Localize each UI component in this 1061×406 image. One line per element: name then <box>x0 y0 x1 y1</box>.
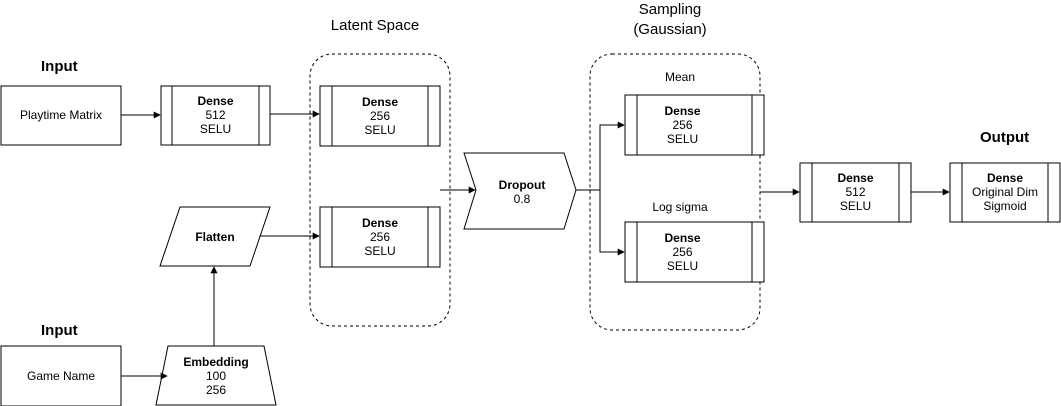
latent-dense-top-activation: SELU <box>364 123 396 137</box>
latent-dense-top-shape <box>319 85 441 147</box>
output-heading: Output <box>980 129 1030 146</box>
latent-dense-bottom-label: Dense 256 SELU <box>320 216 440 258</box>
output-dense-shape <box>949 162 1061 223</box>
dense-512-out-shape <box>799 162 912 223</box>
latent-dense-bottom-title: Dense <box>361 216 399 230</box>
mean-label: Mean <box>664 70 696 84</box>
output-dense-activation: Sigmoid <box>983 199 1027 213</box>
dropout-shape <box>463 152 577 230</box>
connectors <box>121 110 950 380</box>
logsigma-dense-shape <box>624 221 765 283</box>
output-dense-title: Dense <box>986 171 1024 185</box>
output-dense-label: Dense Original Dim Sigmoid <box>950 171 1060 213</box>
latent-dense-bottom-shape <box>319 206 441 268</box>
logsigma-dense-activation: SELU <box>666 259 699 273</box>
dense-512-out-title: Dense <box>837 171 874 185</box>
sampling-title-line1: Sampling <box>638 1 702 18</box>
flatten-label: Flatten <box>165 230 265 244</box>
dense-512-out-label: Dense 512 SELU <box>800 171 911 213</box>
game-name-text: Game Name <box>26 369 96 383</box>
dropout-title: Dropout <box>498 178 546 192</box>
dense-512-in-shape <box>160 85 271 146</box>
latent-dense-top-units: 256 <box>369 109 391 123</box>
logsigma-dense-units: 256 <box>672 245 693 259</box>
sampling-title-line2: (Gaussian) <box>633 21 707 38</box>
playtime-matrix-text: Playtime Matrix <box>19 108 102 122</box>
latent-dense-top-label: Dense 256 SELU <box>320 95 440 137</box>
sampling-title: Sampling (Gaussian) <box>600 0 740 40</box>
dropout-rate: 0.8 <box>513 192 531 206</box>
output-dense-units: Original Dim <box>971 185 1038 199</box>
mean-dense-shape <box>624 94 765 156</box>
latent-dense-bottom-activation: SELU <box>364 244 396 258</box>
embedding-label: Embedding 100 256 <box>156 355 276 397</box>
dropout-label: Dropout 0.8 <box>476 178 568 206</box>
logsigma-dense-label: Dense 256 SELU <box>625 231 740 273</box>
dense-512-out-units: 512 <box>845 185 866 199</box>
dense-512-in-label: Dense 512 SELU <box>161 94 270 136</box>
playtime-matrix-box <box>0 85 122 146</box>
input-heading-top: Input <box>41 58 78 75</box>
mean-dense-label: Dense 256 SELU <box>625 104 740 146</box>
embedding-title: Embedding <box>183 355 249 369</box>
flatten-title: Flatten <box>195 230 235 244</box>
mean-dense-title: Dense <box>664 104 701 118</box>
flatten-shape <box>159 206 271 267</box>
dense-512-in-title: Dense <box>197 94 234 108</box>
latent-dense-bottom-units: 256 <box>369 230 391 244</box>
dense-512-in-activation: SELU <box>199 122 232 136</box>
latent-space-group <box>309 53 451 327</box>
log-sigma-label: Log sigma <box>652 200 708 214</box>
dense-512-in-units: 512 <box>205 108 226 122</box>
embedding-line1: 100 <box>205 369 227 383</box>
game-name-label: Game Name <box>1 369 121 383</box>
mean-dense-units: 256 <box>672 118 693 132</box>
mean-dense-activation: SELU <box>666 132 699 146</box>
input-heading-bottom: Input <box>41 322 78 339</box>
game-name-box <box>0 345 122 406</box>
embedding-line2: 256 <box>205 383 227 397</box>
playtime-matrix-label: Playtime Matrix <box>1 108 121 122</box>
dense-512-out-activation: SELU <box>839 199 872 213</box>
embedding-shape <box>155 345 277 406</box>
logsigma-dense-title: Dense <box>664 231 701 245</box>
latent-space-title: Latent Space <box>330 17 420 34</box>
latent-dense-top-title: Dense <box>361 95 399 109</box>
